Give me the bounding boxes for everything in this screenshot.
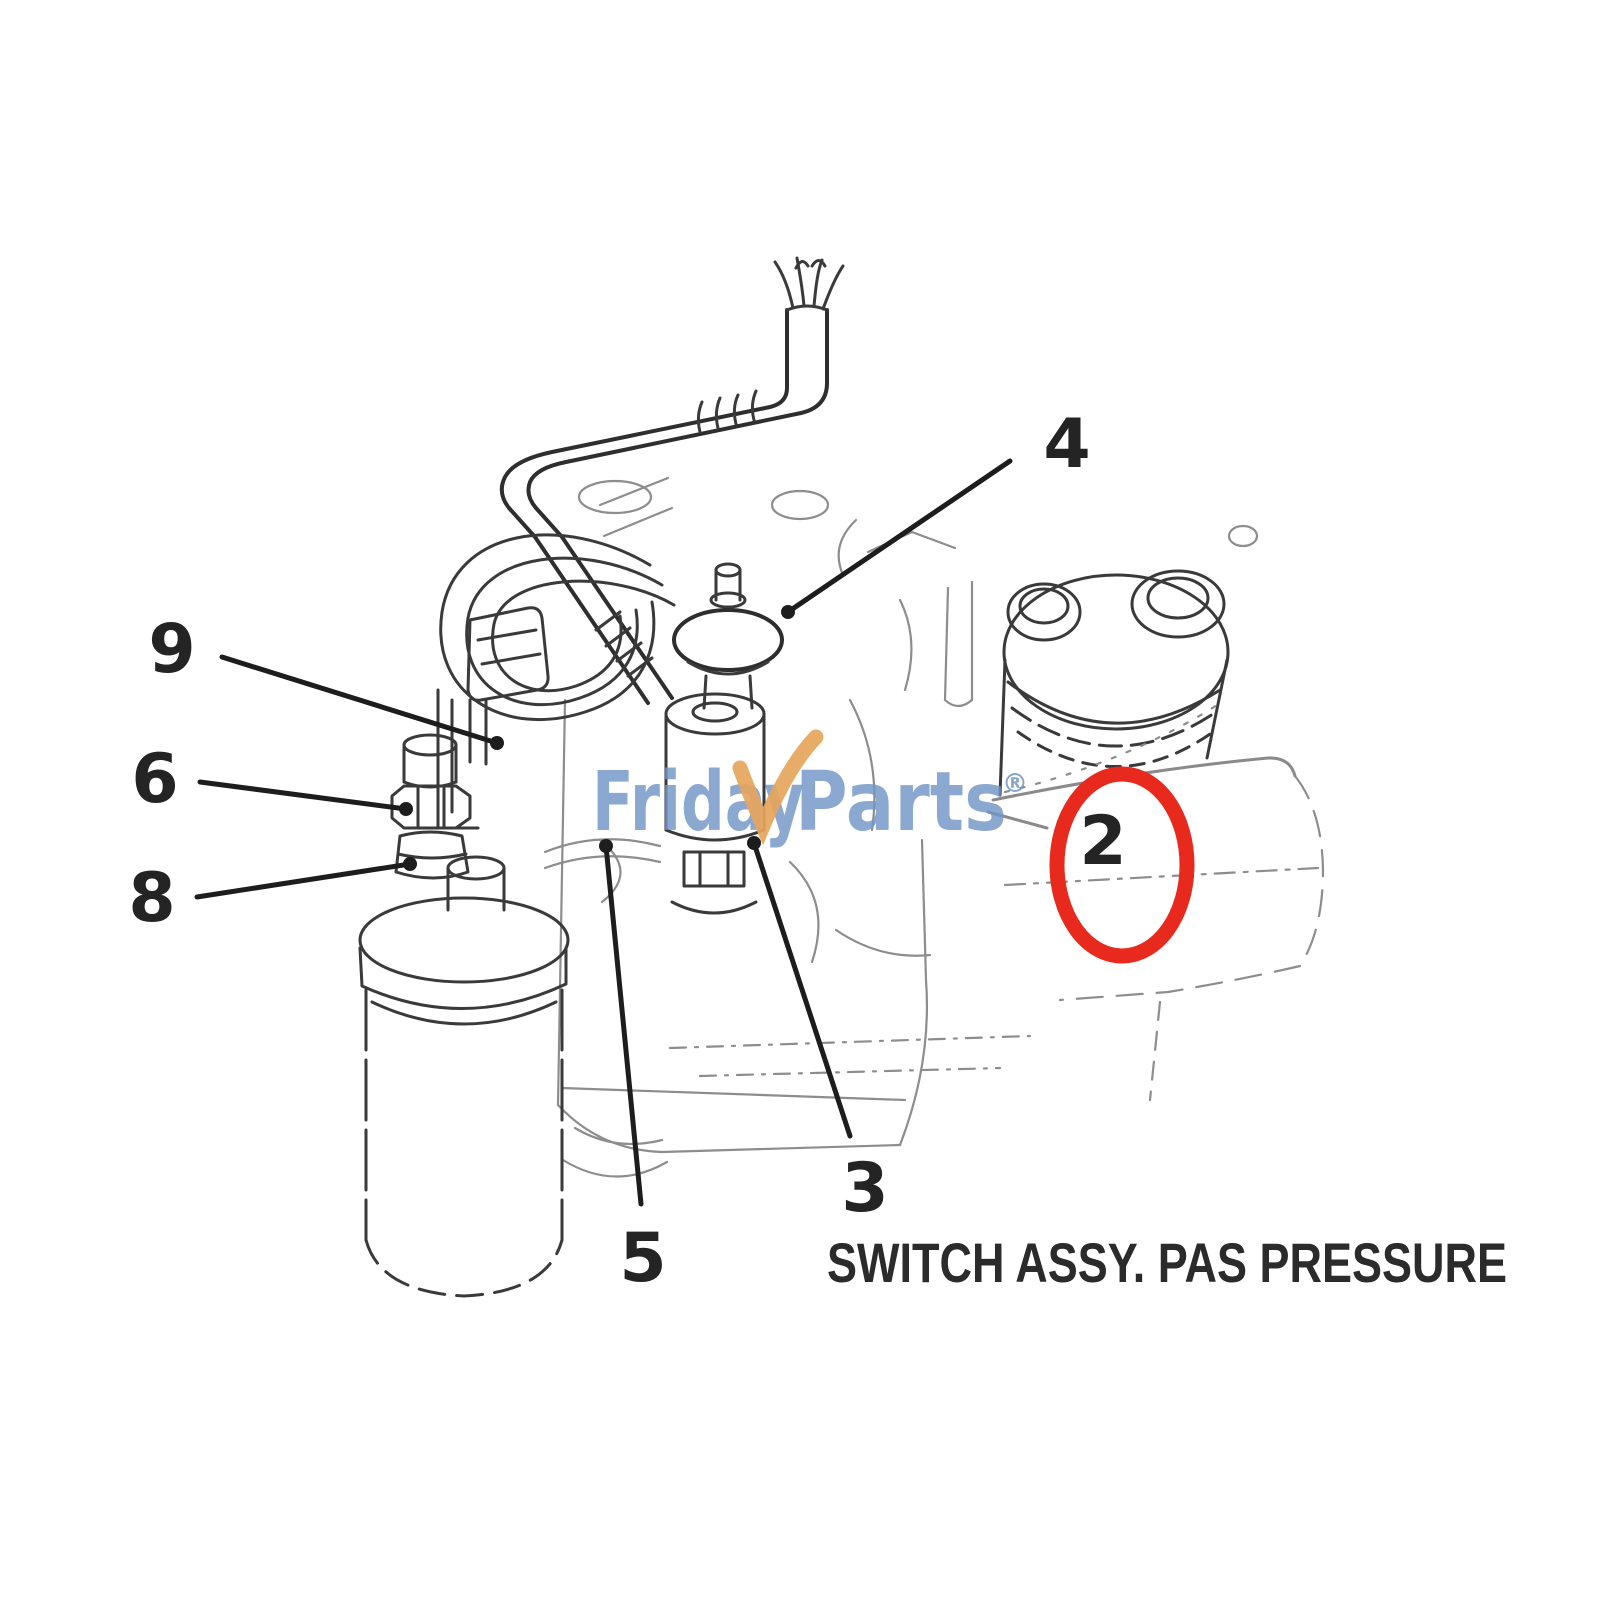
outlet-pipe (991, 756, 1325, 1102)
callout-labels: 9 6 8 4 3 5 (128, 405, 1090, 1298)
fuel-filter-canister (358, 838, 662, 1298)
leader-line-6 (197, 779, 413, 816)
valve-cylinder (664, 692, 766, 915)
pressure-switch (672, 562, 784, 710)
leader-line-2 (986, 810, 1049, 830)
diagram-caption: SWITCH ASSY. PAS PRESSURE (827, 1231, 1507, 1294)
watermark: Friday Parts ® (592, 729, 1028, 850)
leader-line-9 (219, 654, 504, 750)
callout-label-9: 9 (148, 610, 195, 689)
reservoir-canister (998, 569, 1230, 797)
watermark-check-icon (732, 729, 824, 846)
harness-connector (466, 606, 550, 702)
watermark-word-parts: Parts (795, 755, 1007, 850)
pump-body-sketch (556, 476, 1259, 1178)
callout-label-3: 3 (841, 1149, 888, 1228)
leader-lines (194, 458, 1049, 1207)
leader-line-4 (781, 458, 1013, 619)
callout-label-5: 5 (619, 1219, 666, 1298)
leader-line-3 (747, 836, 853, 1139)
leader-line-5 (599, 839, 644, 1207)
highlight-part-2: 2 (1049, 766, 1195, 964)
inlet-fitting-stack (390, 733, 472, 880)
watermark-registered-mark: ® (1002, 769, 1028, 799)
callout-label-8: 8 (128, 859, 175, 938)
hose-and-wires (499, 256, 845, 705)
callout-label-6: 6 (131, 740, 178, 819)
leader-line-8 (194, 857, 417, 900)
callout-label-2: 2 (1079, 802, 1126, 881)
callout-label-4: 4 (1043, 405, 1090, 484)
highlight-ring (1049, 766, 1195, 964)
